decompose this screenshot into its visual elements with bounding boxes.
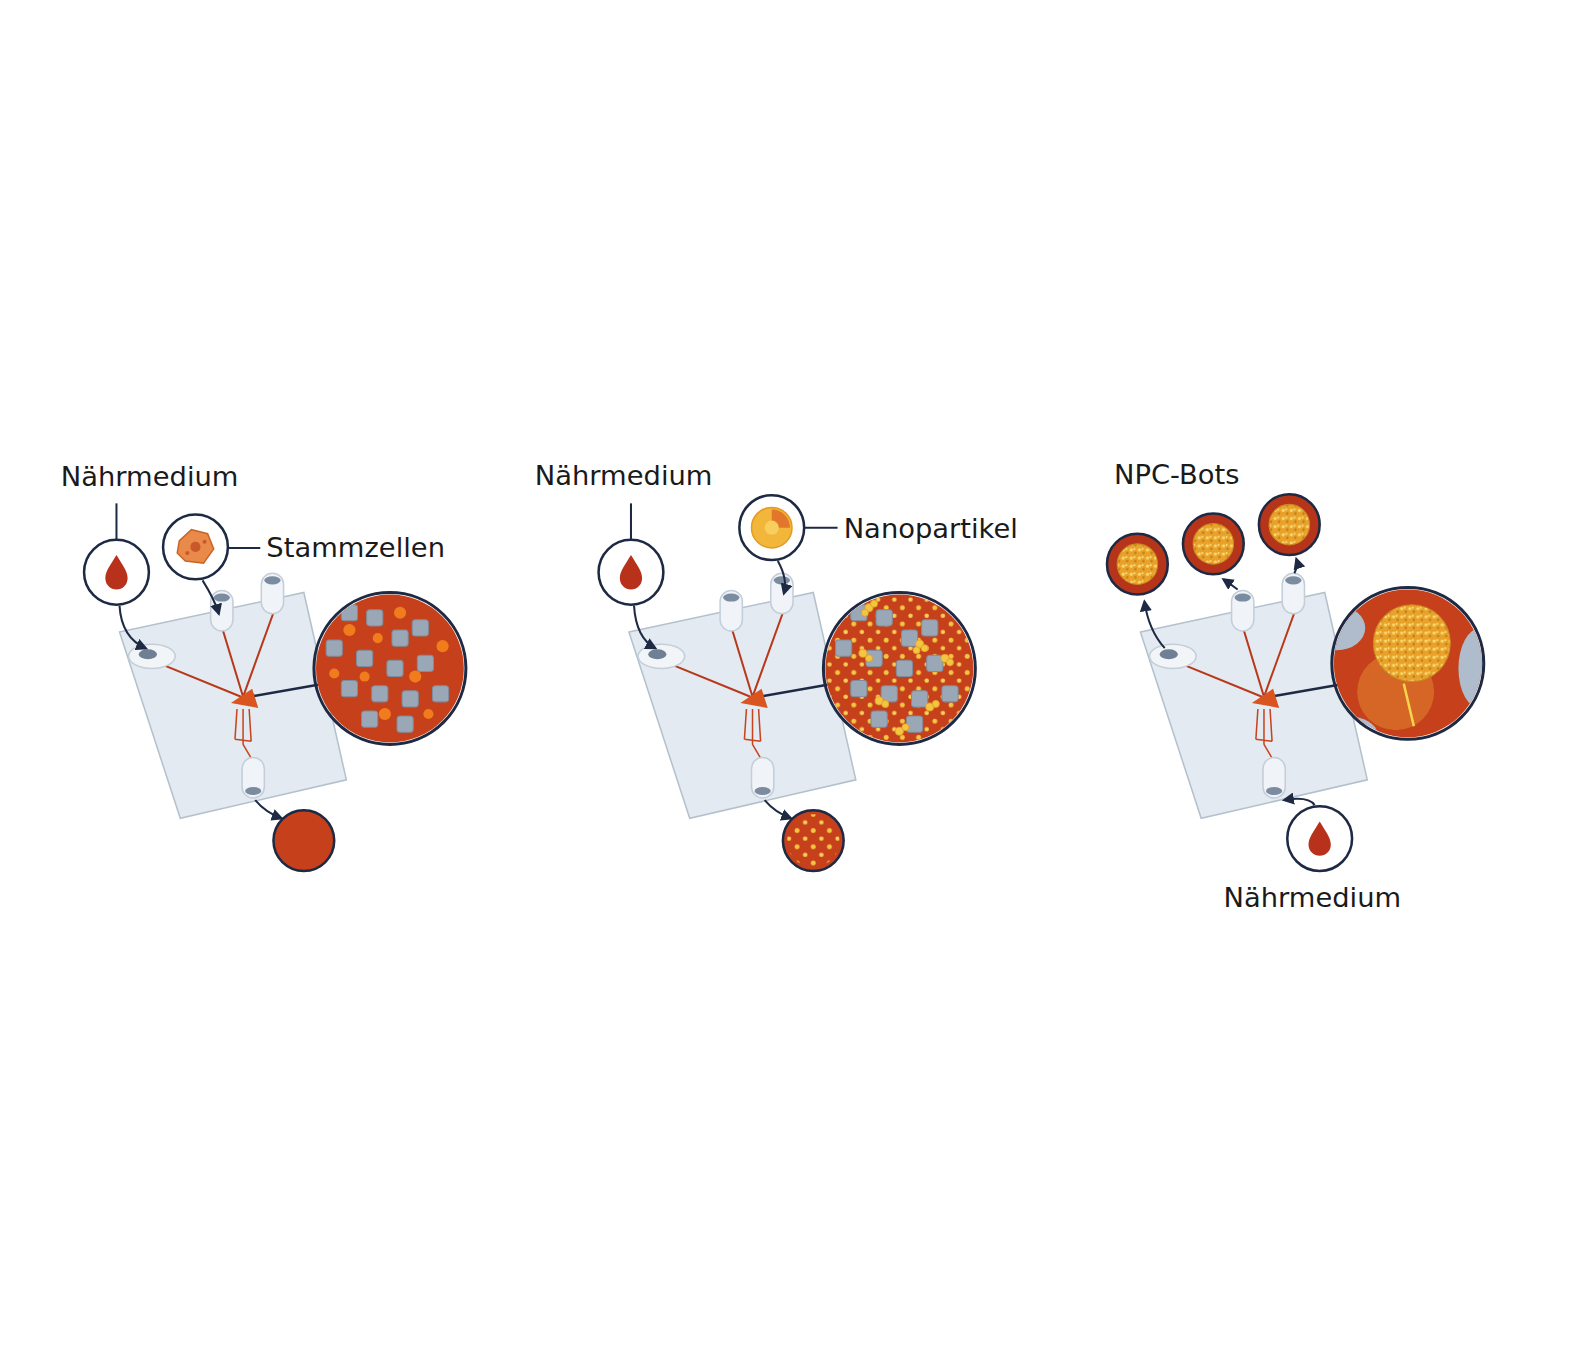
output-drop (783, 810, 844, 871)
magnifier-part-part (409, 670, 421, 682)
stem-cell-icon-part (203, 540, 207, 544)
output-drop-part (787, 814, 840, 867)
magnifier-part-part-part (871, 600, 878, 607)
stem-cell-icon-part (177, 530, 213, 563)
output-drop-part (783, 810, 844, 871)
output-drop (273, 810, 334, 871)
magnifier-part-part (373, 633, 383, 643)
flow-arrow (634, 606, 655, 649)
magnifier-part-part-part (861, 609, 868, 616)
npc-bot-icon (1259, 494, 1320, 555)
magnifier-part-part (1317, 716, 1378, 752)
nanoparticle-icon-part (765, 521, 779, 535)
magnifier-part-part-part (902, 724, 909, 731)
magnifier-part-part (437, 640, 449, 652)
caption-label: Nährmedium (1223, 882, 1401, 914)
magnifier-part-part (329, 668, 339, 678)
microfluidic-chip (1140, 573, 1367, 818)
leader-line (228, 547, 260, 549)
magnifier-part-part (823, 592, 975, 744)
stem-cell-icon-part (185, 551, 189, 555)
magnifier (823, 592, 975, 744)
magnifier-part (314, 592, 466, 744)
npc-bot-icon (1107, 534, 1168, 595)
magnifier-part-part (859, 600, 954, 735)
magnifier-part-part-part (882, 700, 889, 707)
magnifier-part (1309, 587, 1503, 752)
panel-npc-bots (1107, 494, 1503, 871)
flow-arrow (203, 580, 219, 613)
magnifier-part-part (394, 607, 406, 619)
medium-icon (84, 540, 149, 605)
npc-bot-icon (1183, 513, 1244, 574)
magnifier-part-part-part (921, 645, 928, 652)
magnifier-part-part (360, 671, 370, 681)
flow-arrow (1223, 579, 1237, 589)
magnifier-part-part (836, 605, 959, 733)
magnifier-part-part (1309, 606, 1366, 651)
magnifier-part-part (1404, 684, 1414, 727)
flow-arrow (255, 800, 281, 818)
caption-label: Nährmedium (61, 461, 239, 493)
magnifier-part-part-part (913, 647, 920, 654)
leader-line (804, 527, 837, 529)
stem-cell-icon (163, 515, 228, 580)
microfluidic-chip (629, 573, 856, 818)
panel-nanoparticles (599, 495, 976, 871)
magnifier-part-part (314, 592, 466, 744)
caption-label: Nanopartikel (844, 512, 1018, 544)
flow-arrow (1294, 559, 1297, 573)
nanoparticle-icon (739, 495, 804, 560)
caption-label: NPC-Bots (1114, 459, 1239, 491)
magnifier-part-part (823, 592, 975, 744)
flow-arrow (1144, 602, 1164, 649)
stem-cell-icon-part (190, 542, 200, 552)
leader-line (115, 503, 117, 539)
medium-icon (599, 540, 664, 605)
magnifier-part (823, 592, 975, 744)
magnifier-part-part (1373, 605, 1450, 682)
flow-arrow (765, 800, 791, 818)
magnifier-part (1332, 587, 1484, 739)
magnifier-part (823, 592, 975, 744)
magnifier-part-part (343, 624, 355, 636)
leader-line (630, 503, 632, 539)
magnifier-part (314, 592, 466, 744)
magnifier (314, 592, 466, 744)
magnifier-part-part (326, 605, 449, 733)
flow-arrow (778, 561, 785, 593)
magnifier-part-part-part (865, 655, 872, 662)
stem-cell-icon-part (163, 515, 228, 580)
caption-label: Stammzellen (266, 532, 445, 564)
magnifier (1309, 587, 1503, 752)
magnifier-part-part (379, 708, 391, 720)
flow-arrow (120, 606, 146, 649)
magnifier-part-part-part (932, 700, 939, 707)
medium-icon (1287, 806, 1352, 871)
flow-arrow (1284, 799, 1314, 805)
caption-label: Nährmedium (535, 460, 713, 492)
nanoparticle-icon-part (751, 507, 792, 548)
nanoparticle-icon-part (739, 495, 804, 560)
microfluidic-chip (120, 573, 347, 818)
magnifier-part-part (423, 709, 433, 719)
magnifier-part-part-part (946, 659, 953, 666)
panel-stem-cells (84, 503, 466, 871)
